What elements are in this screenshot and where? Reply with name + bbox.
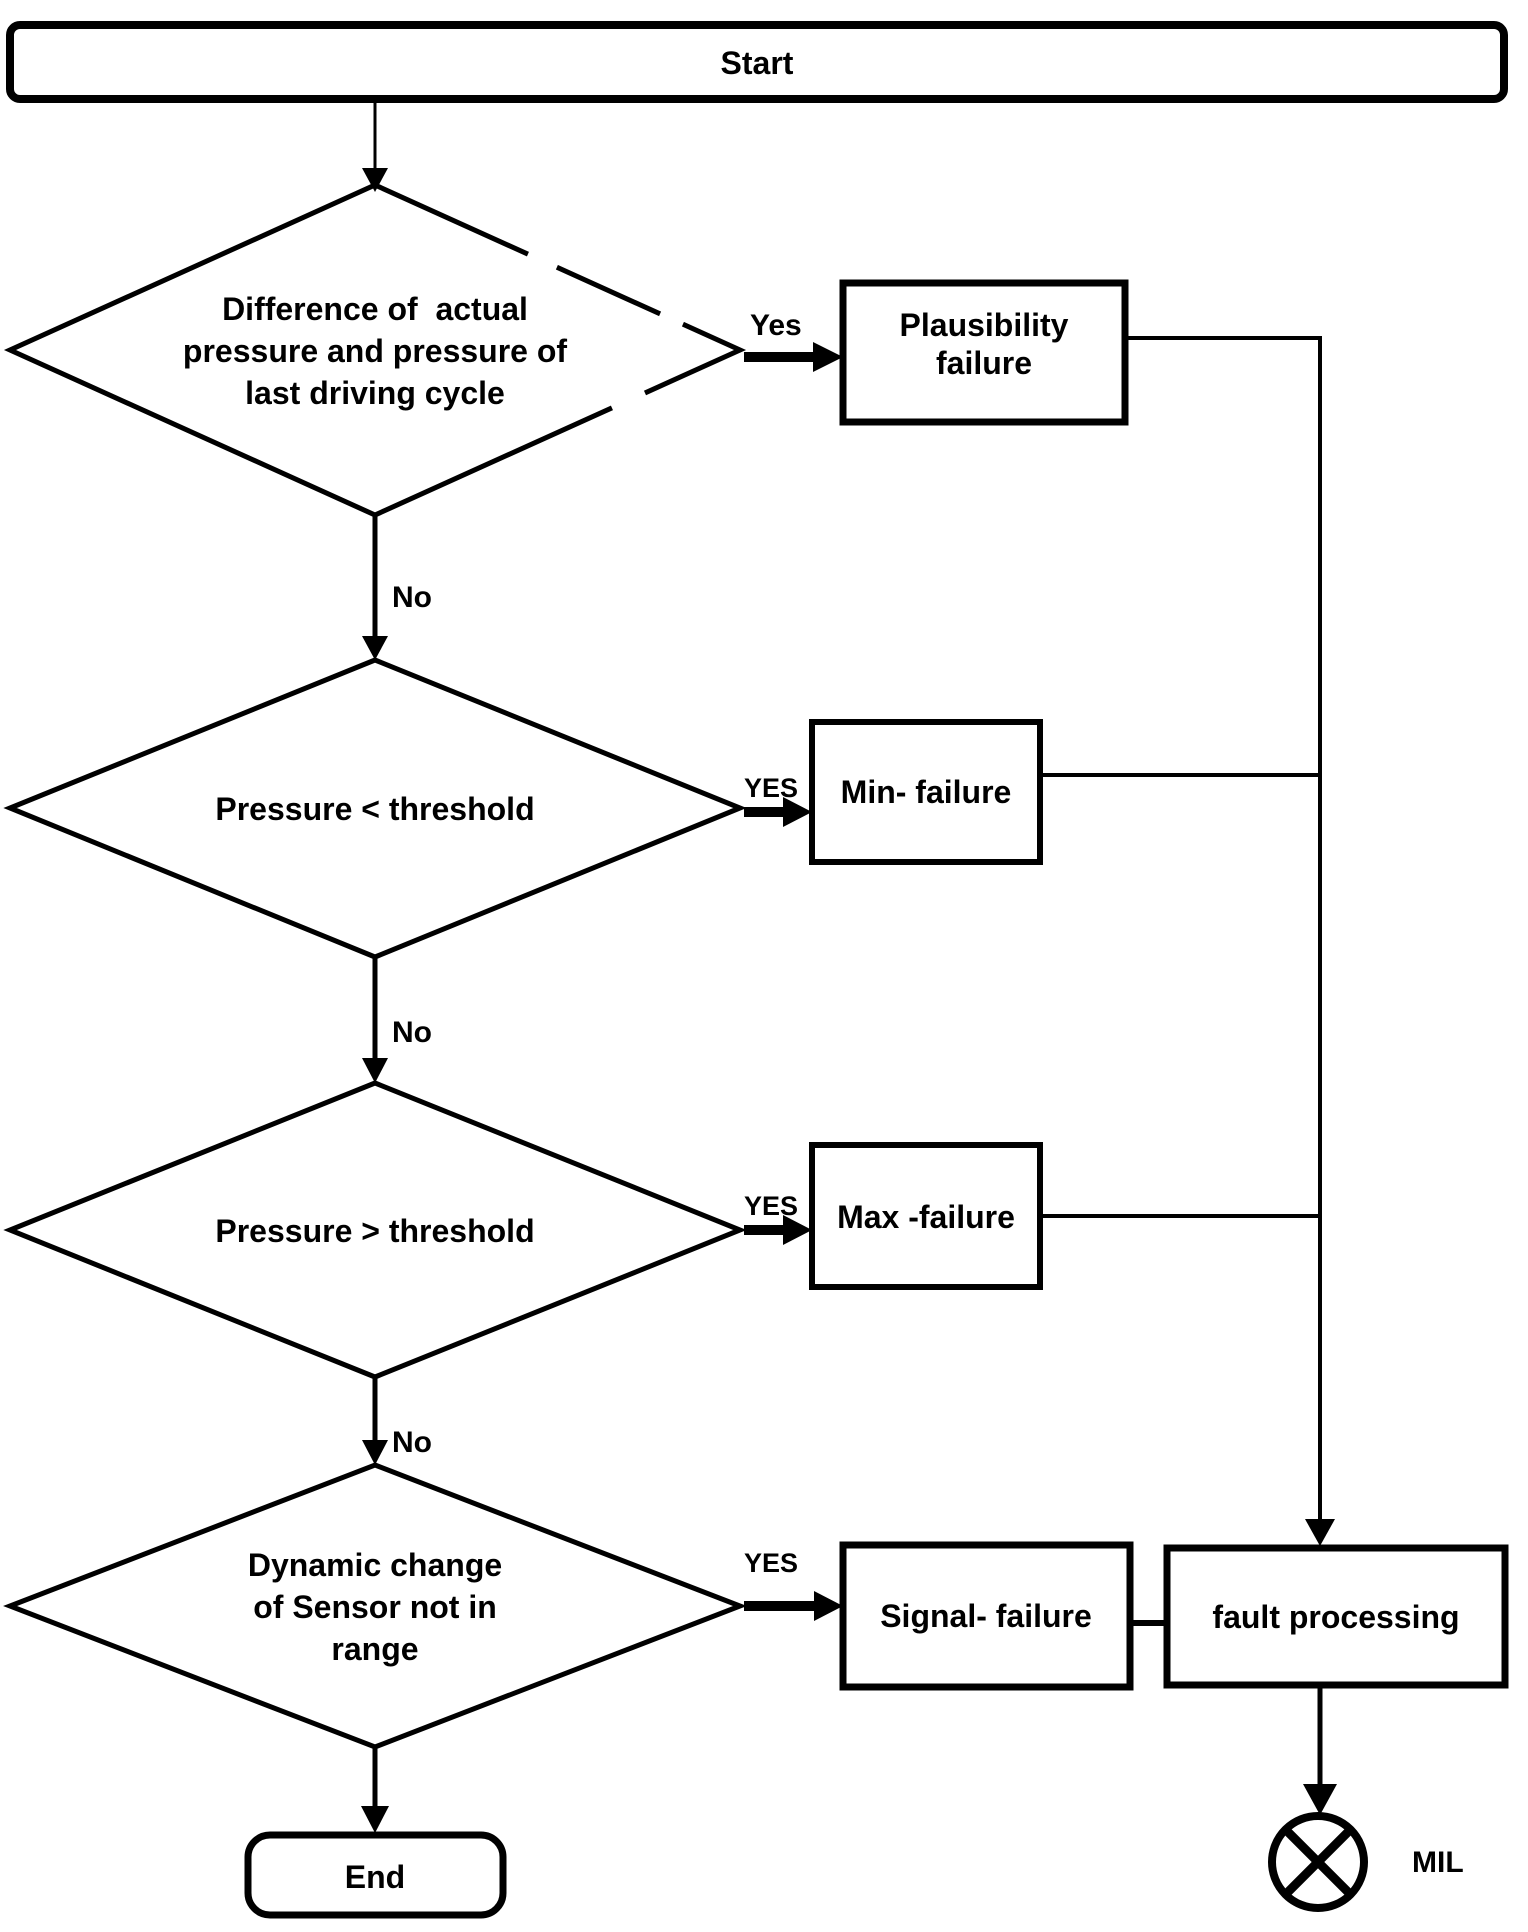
plausibility-failure-line1: Plausibility: [900, 307, 1069, 343]
decision-dynamic-change: Dynamic change of Sensor not in range: [3, 1462, 747, 1750]
arrowhead-into-plausibility: [813, 342, 843, 372]
edge-label-yes3: YES: [744, 1191, 798, 1221]
start-node: Start: [6, 21, 1508, 103]
end-node: End: [244, 1831, 507, 1919]
mil-label: MIL: [1412, 1846, 1464, 1879]
end-node-label: End: [345, 1859, 405, 1895]
plausibility-failure-node: Plausibility failure: [839, 279, 1129, 426]
min-failure-node: Min- failure: [809, 719, 1043, 865]
plausibility-failure-shape: [839, 279, 1129, 426]
arrowhead-into-signal: [814, 1591, 843, 1621]
start-node-shape: [6, 21, 1508, 103]
mil-lamp-circle: [1268, 1812, 1368, 1912]
edge-label-yes1: Yes: [750, 309, 802, 342]
decision-pressure-diff-line3: last driving cycle: [245, 375, 505, 411]
arrowhead-into-mil: [1303, 1784, 1337, 1815]
signal-failure-label: Signal- failure: [880, 1598, 1092, 1634]
signal-failure-shape: [839, 1541, 1134, 1691]
edge-gap-artifact: [526, 249, 559, 272]
arrowhead-into-decision1: [362, 168, 388, 192]
plausibility-failure-line2: failure: [936, 345, 1032, 381]
end-node-shape: [244, 1831, 507, 1919]
edge-label-no2: No: [392, 1016, 432, 1049]
max-failure-label: Max -failure: [837, 1199, 1015, 1235]
min-failure-label: Min- failure: [841, 774, 1012, 810]
fault-processing-node: fault processing: [1163, 1544, 1509, 1689]
arrowhead-into-decision3: [362, 1058, 388, 1083]
decision-pressure-high: Pressure > threshold: [3, 1080, 747, 1380]
decision-dynamic-change-line3: range: [331, 1631, 418, 1667]
decision-pressure-diff-line1: Difference of actual: [222, 291, 528, 327]
arrowhead-into-fault-processing: [1305, 1519, 1335, 1546]
decision-pressure-low-label: Pressure < threshold: [215, 791, 534, 827]
decision-pressure-low: Pressure < threshold: [3, 657, 747, 960]
mil-lamp-cross-stroke2: [1282, 1826, 1354, 1898]
edge-label-no3: No: [392, 1426, 432, 1459]
start-node-label: Start: [721, 45, 794, 81]
decision-dynamic-change-line1: Dynamic change: [248, 1547, 502, 1583]
arrowhead-into-max: [783, 1215, 812, 1245]
decision-pressure-diff-line2: pressure and pressure of: [183, 333, 567, 369]
edge-label-yes2: YES: [744, 773, 798, 803]
edge-label-yes4: YES: [744, 1548, 798, 1578]
mil-lamp-symbol: MIL: [1268, 1812, 1464, 1912]
fault-processing-label: fault processing: [1212, 1599, 1459, 1635]
decision-pressure-diff: Difference of actual pressure and pressu…: [3, 182, 747, 518]
edge-gap-artifact: [610, 388, 647, 413]
min-failure-shape: [809, 719, 1043, 865]
edge-gap-artifact: [658, 309, 685, 329]
signal-failure-node: Signal- failure: [839, 1541, 1134, 1691]
arrowhead-into-end: [361, 1806, 389, 1833]
arrowhead-into-decision2: [362, 636, 388, 660]
max-failure-node: Max -failure: [809, 1142, 1043, 1290]
arrowhead-into-decision4: [362, 1440, 388, 1465]
arrowhead-into-min: [783, 797, 812, 827]
decision-dynamic-change-line2: of Sensor not in: [253, 1589, 497, 1625]
edge-label-no1: No: [392, 581, 432, 614]
decision-pressure-high-label: Pressure > threshold: [215, 1213, 534, 1249]
fault-processing-shape: [1163, 1544, 1509, 1689]
